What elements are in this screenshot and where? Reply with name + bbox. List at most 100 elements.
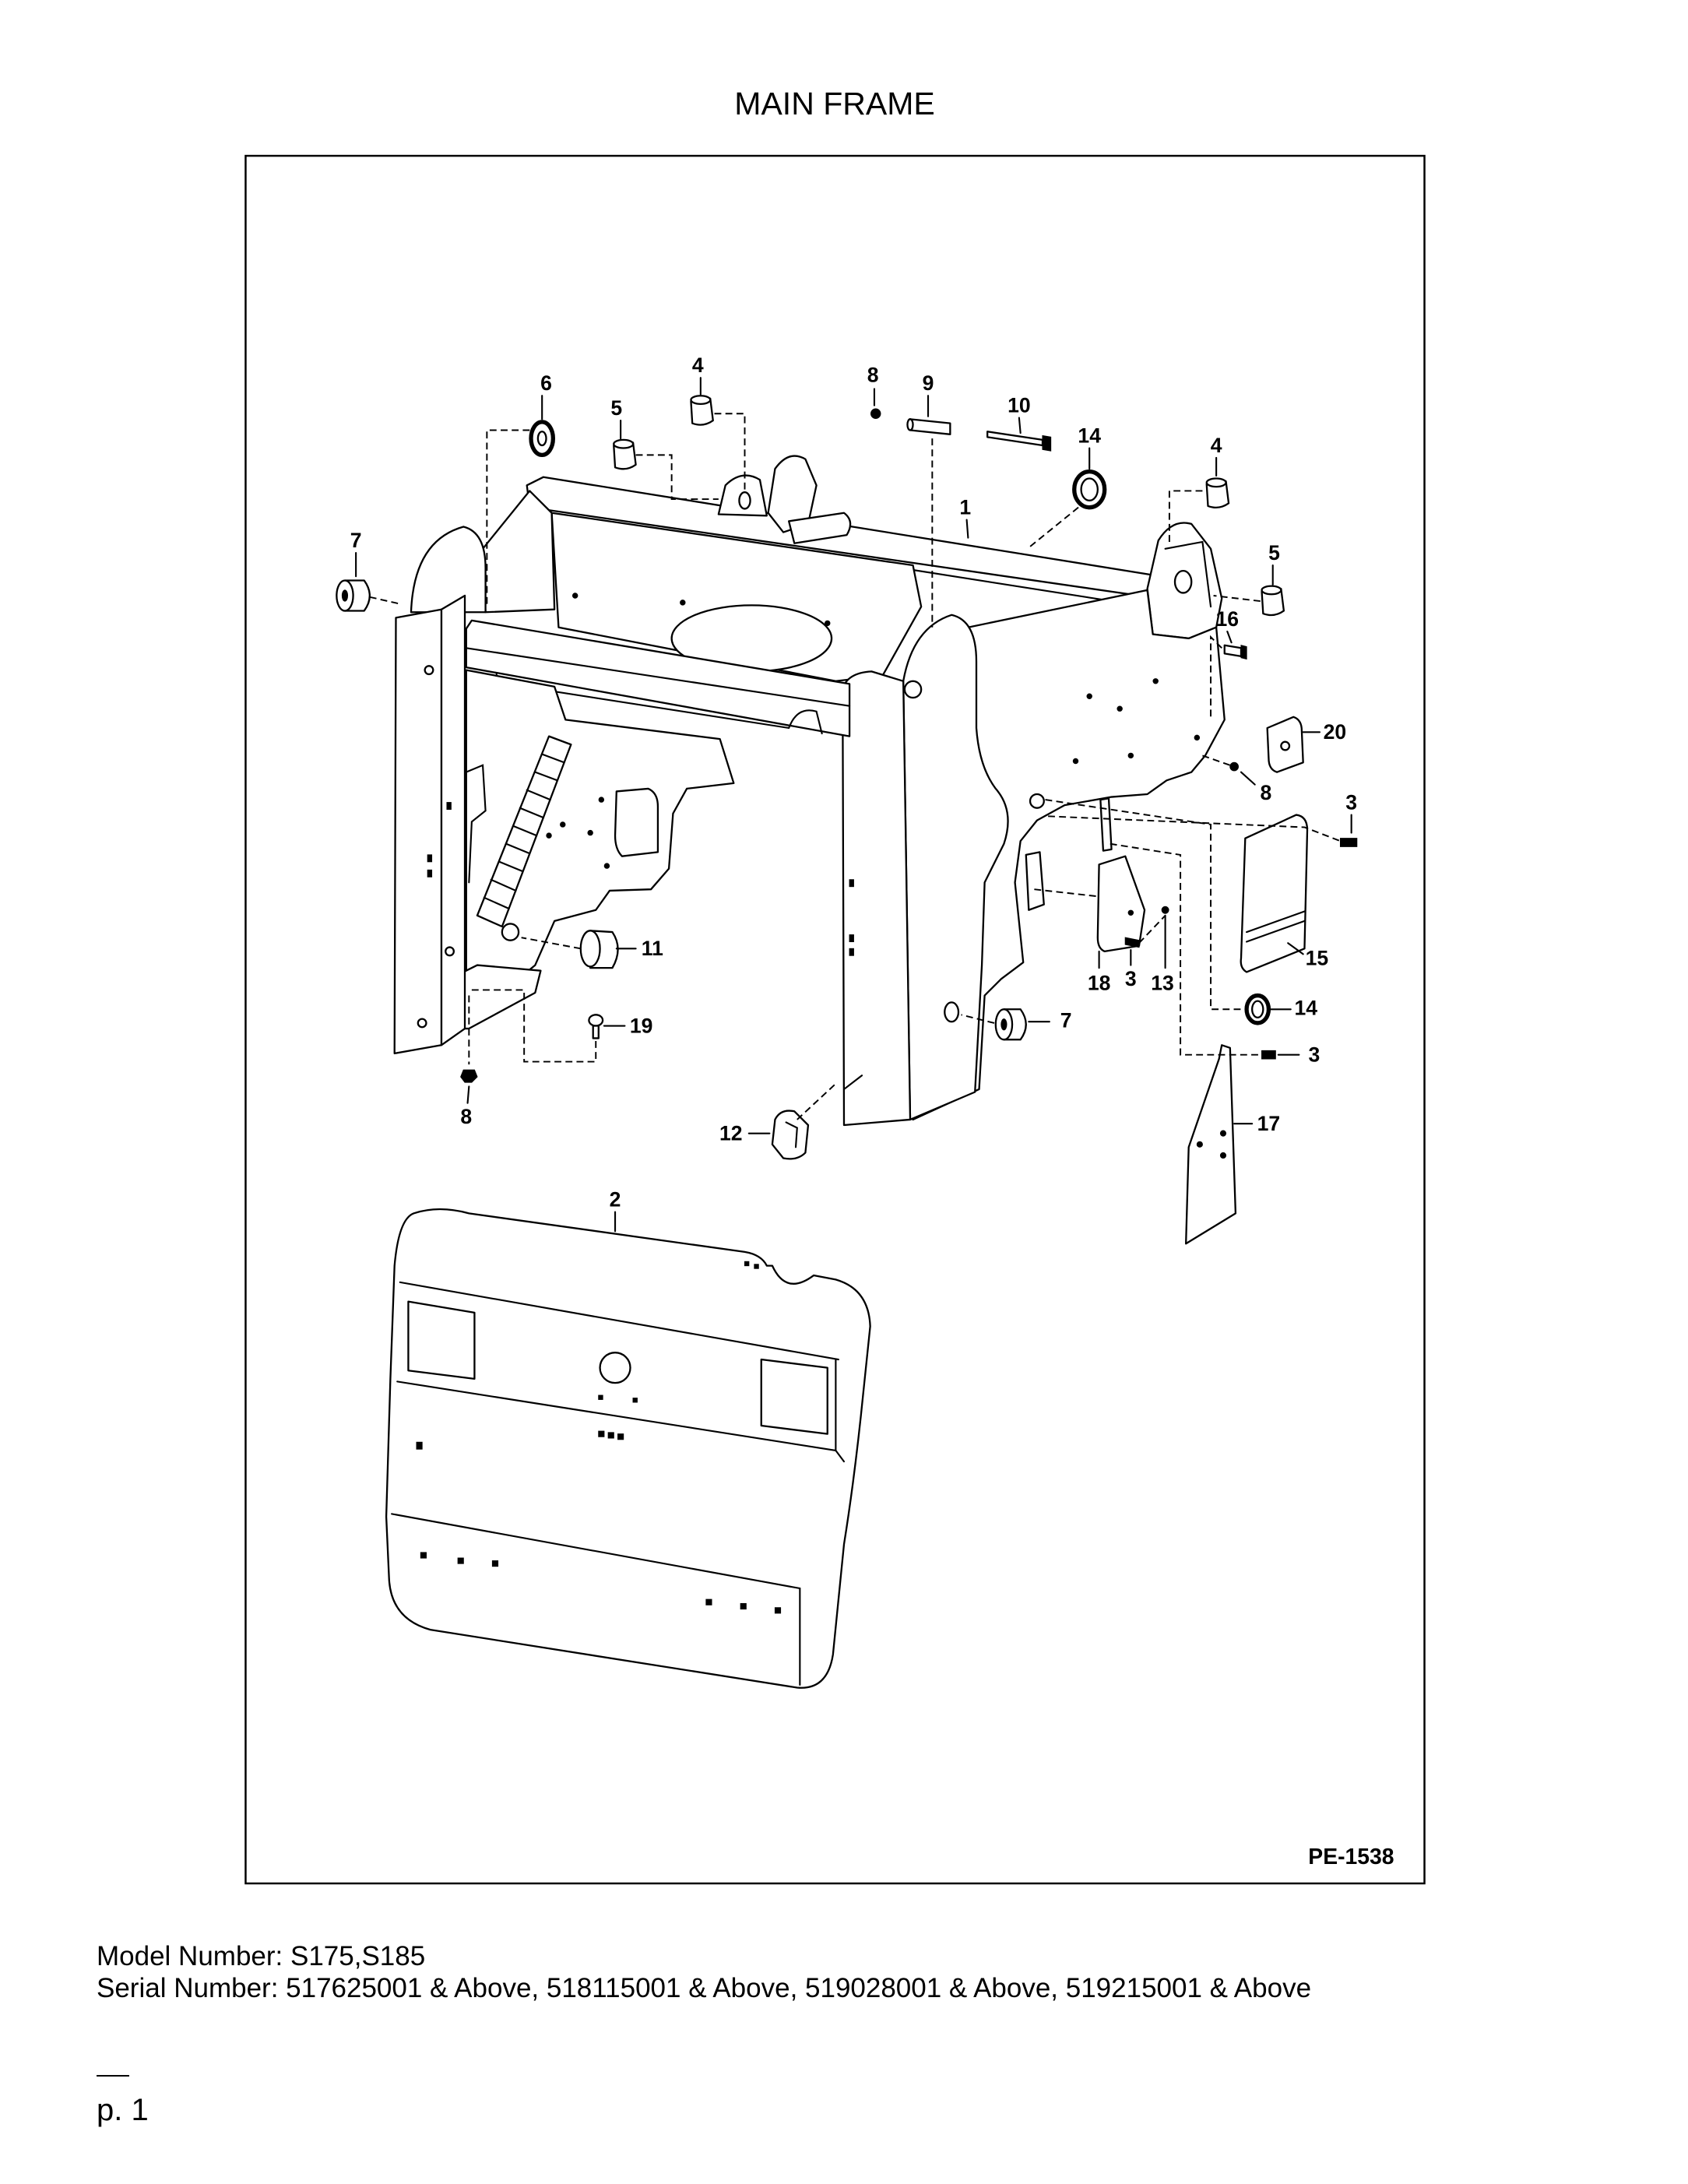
right-side-wall — [912, 589, 1226, 1121]
right-wall-rod — [1099, 797, 1113, 852]
bolt-head — [1240, 645, 1247, 660]
right-upright-side-face — [902, 614, 1009, 1121]
part-16-bolt — [1223, 644, 1247, 660]
part-7-bushing-left — [336, 579, 371, 612]
right-wall-hole — [1072, 758, 1079, 765]
callout-label: 4 — [692, 353, 704, 377]
right-upright-front-face — [842, 670, 912, 1127]
plate-hole — [1280, 740, 1291, 751]
page-number: p. 1 — [97, 2093, 149, 2127]
figure-code: PE-1538 — [1308, 1845, 1394, 1869]
dashed-leader — [961, 1014, 995, 1024]
belly-pan-hole — [754, 1264, 759, 1269]
part-7-bushing-right — [994, 1008, 1027, 1041]
belly-pan-hole — [774, 1607, 782, 1614]
hardware-parts — [336, 395, 1358, 1245]
belly-pan-side-crease — [835, 1358, 846, 1463]
callout-label: 7 — [350, 529, 362, 552]
callout-leader — [965, 519, 969, 539]
left-bushing-bore — [501, 923, 520, 941]
belly-pan-hole — [617, 1433, 624, 1440]
bushing-end — [1205, 477, 1227, 488]
diagram-frame-border — [244, 154, 1426, 1885]
part-18-plate — [1096, 855, 1146, 953]
bolt-head — [588, 1014, 604, 1027]
left-upright-hole — [424, 665, 434, 676]
belly-pan-hole — [457, 1557, 464, 1564]
dashed-leader — [635, 454, 719, 501]
right-wall-hole — [1152, 678, 1159, 684]
part-3-bolt-middle — [1124, 937, 1140, 948]
part-11-bushing — [579, 930, 619, 969]
rear-floor-hole — [571, 593, 578, 599]
part-10-bolt — [986, 431, 1052, 452]
callout-label: 14 — [1294, 996, 1317, 1019]
belly-pan-hole — [491, 1560, 499, 1567]
part-8-nut-right — [1229, 761, 1239, 772]
left-upright-hole — [445, 946, 455, 957]
callout-leader — [1018, 417, 1022, 434]
callout-label: 16 — [1216, 607, 1240, 631]
hose-bundle-hatching — [483, 753, 565, 910]
belly-pan-outline — [385, 1208, 871, 1689]
belly-pan-hole — [598, 1430, 605, 1437]
right-rear-bracket-hole — [1173, 569, 1193, 594]
left-upright-slot — [446, 802, 452, 811]
belly-pan-top-crease — [399, 1281, 839, 1361]
callout-label: 14 — [1078, 424, 1101, 447]
left-wall-cutout — [614, 787, 659, 857]
right-upright-hole — [903, 680, 923, 699]
right-wall-hole — [1029, 793, 1045, 809]
belly-pan-lower-crease — [391, 1513, 801, 1686]
bolt-shank — [592, 1025, 600, 1039]
callout-leader — [1226, 630, 1233, 644]
callout-label: 3 — [1125, 967, 1137, 990]
part-13-nut — [1161, 906, 1169, 914]
callout-label: 3 — [1308, 1043, 1320, 1067]
plate-outline — [1185, 1044, 1237, 1245]
washer-bore — [536, 431, 547, 447]
bushing-end — [690, 395, 712, 406]
part-6-washer — [529, 420, 556, 458]
callout-label: 8 — [460, 1105, 472, 1128]
callout-label: 17 — [1257, 1112, 1281, 1135]
part-5-bushing-left — [613, 438, 637, 470]
callout-label: 20 — [1324, 720, 1347, 744]
bushing-bore — [341, 589, 349, 602]
belly-pan — [385, 1208, 871, 1689]
left-upright-side-face — [440, 594, 466, 1046]
dashed-leader — [1048, 815, 1341, 842]
part-3-bolt-lower — [1261, 1050, 1276, 1060]
left-wall-hole — [546, 832, 552, 839]
right-rear-bracket-edge — [1164, 540, 1212, 608]
rear-floor-hole — [680, 600, 686, 606]
callout-label: 8 — [867, 364, 879, 387]
plate-outline — [1240, 814, 1309, 973]
part-14-ring-lower — [1244, 993, 1271, 1025]
dashed-leader — [1202, 754, 1231, 766]
left-upright-slot — [427, 869, 433, 877]
pin-end — [906, 418, 914, 431]
dashed-leader — [471, 989, 597, 1063]
ring-bore — [1080, 477, 1099, 501]
bolt-head — [1042, 434, 1052, 452]
callout-label: 11 — [642, 937, 663, 960]
left-top-plate — [481, 490, 556, 614]
part-12-bracket — [771, 1110, 810, 1160]
left-rear-gusset — [767, 455, 818, 533]
left-wall-hole — [560, 821, 566, 828]
part-14-ring-top — [1072, 469, 1107, 510]
footer-rule — [97, 2075, 129, 2077]
model-number: Model Number: S175,S185 — [97, 1941, 426, 1971]
callout-label: 19 — [630, 1014, 653, 1037]
left-wall-hole — [587, 829, 593, 836]
dashed-leader — [486, 429, 530, 607]
part-19-bolt — [588, 1014, 604, 1039]
part-4-bushing-right — [1205, 477, 1230, 509]
plate-bend-line — [1246, 910, 1306, 934]
callout-label: 8 — [1260, 781, 1271, 804]
main-frame — [393, 455, 1226, 1127]
dashed-leader — [1026, 506, 1079, 550]
callout-label: 18 — [1088, 971, 1111, 994]
plate-hole — [1127, 909, 1134, 916]
